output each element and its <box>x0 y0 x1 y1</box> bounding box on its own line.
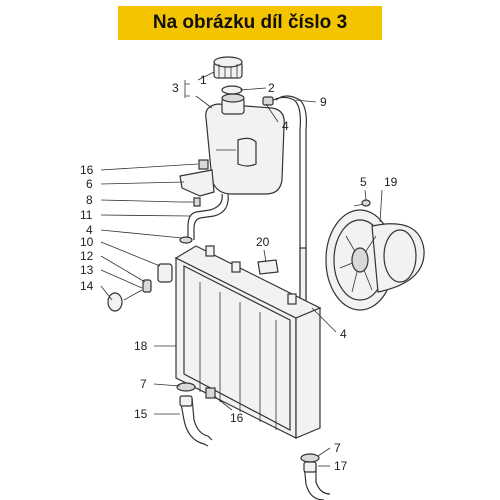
callout-3: 3 <box>172 81 179 95</box>
callout-4-right: 4 <box>340 327 347 341</box>
title-banner: Na obrázku díl číslo 3 <box>118 6 382 40</box>
mounting-bracket <box>179 169 215 197</box>
callout-4-tank: 4 <box>282 119 289 133</box>
callout-1: 1 <box>200 73 207 87</box>
bracket-screw <box>180 197 201 207</box>
callout-10: 10 <box>80 235 94 249</box>
callout-5: 5 <box>360 175 367 189</box>
lower-hoses <box>176 382 331 500</box>
tank-to-radiator-hose <box>187 193 223 240</box>
callout-16-bottom: 16 <box>230 411 244 425</box>
leader-lines <box>100 71 383 467</box>
callout-18: 18 <box>134 339 148 353</box>
callout-12: 12 <box>80 249 94 263</box>
callout-13: 13 <box>80 263 94 277</box>
fan-assembly <box>325 199 425 311</box>
callout-4-left: 4 <box>86 223 93 237</box>
nut-top <box>198 159 209 170</box>
callout-17: 17 <box>334 459 348 473</box>
tank-cap <box>213 56 243 79</box>
radiator-fittings <box>107 236 193 312</box>
tank-gasket <box>221 85 243 95</box>
hose-clamp-top <box>262 96 274 106</box>
expansion-tank <box>205 93 285 195</box>
callout-2: 2 <box>268 81 275 95</box>
callout-7-right: 7 <box>334 441 341 455</box>
callout-7-left: 7 <box>140 377 147 391</box>
callout-9: 9 <box>320 95 327 109</box>
title-text: Na obrázku díl číslo 3 <box>152 12 348 33</box>
callout-labels: 1 2 3 4 9 16 6 8 11 4 10 12 13 14 20 5 1… <box>80 73 398 473</box>
callout-11: 11 <box>80 208 93 222</box>
callout-16-top: 16 <box>80 163 94 177</box>
fan-bracket <box>257 259 279 275</box>
callout-19: 19 <box>384 175 398 189</box>
radiator <box>174 245 322 439</box>
callout-8: 8 <box>86 193 93 207</box>
callout-6: 6 <box>86 177 93 191</box>
callout-20: 20 <box>256 235 270 249</box>
callout-15: 15 <box>134 407 148 421</box>
callout-14: 14 <box>80 279 94 293</box>
